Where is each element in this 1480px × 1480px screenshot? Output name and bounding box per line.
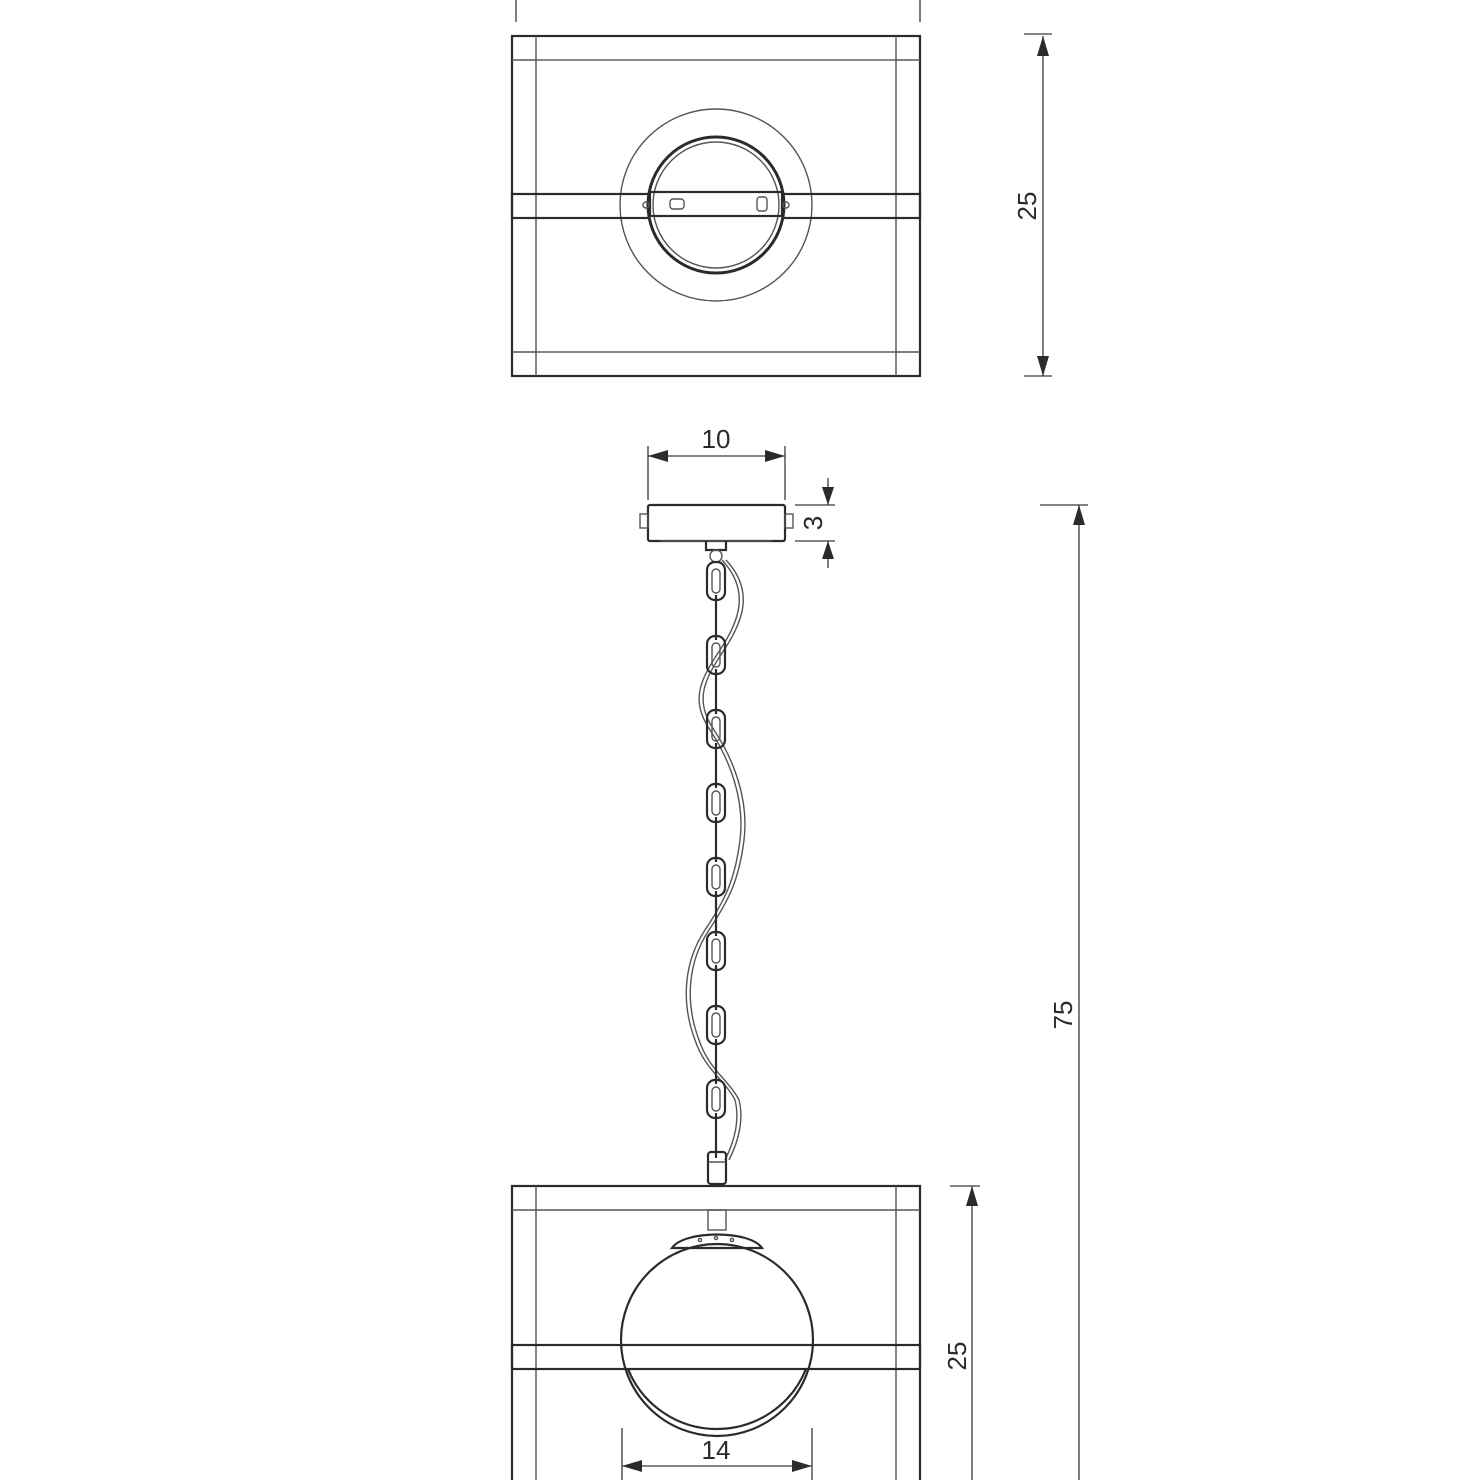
chain-link xyxy=(705,930,727,972)
dim-arrow xyxy=(792,1460,812,1472)
chain-link-hole xyxy=(711,642,721,668)
dim-arrow xyxy=(648,450,668,462)
ceiling-canopy xyxy=(646,503,787,543)
dim-label-total-height: 75 xyxy=(1048,1001,1078,1030)
canopy-screw-right xyxy=(784,513,794,529)
chain-link-hole xyxy=(711,716,721,742)
side-view: 10 3 xyxy=(510,424,1088,1480)
chain-link-hole xyxy=(711,790,721,816)
glass-globe xyxy=(619,1242,815,1438)
dim-arrow xyxy=(765,450,785,462)
dim-arrow xyxy=(1073,505,1085,525)
globe-stem xyxy=(707,1209,727,1231)
dim-label-frame-height: 25 xyxy=(942,1342,972,1371)
chain-link xyxy=(705,1078,727,1120)
screw-head-left xyxy=(642,201,650,209)
chain-link-hole xyxy=(711,1012,721,1038)
screw-slot-left xyxy=(669,198,685,210)
canopy-screw-left xyxy=(639,513,649,529)
chain-link xyxy=(705,1004,727,1046)
chain-ring xyxy=(709,549,723,563)
screw-slot-right xyxy=(756,196,768,212)
lamp-connector xyxy=(706,1150,728,1186)
holder-dot xyxy=(713,1235,719,1241)
screw-head-right xyxy=(782,201,790,209)
holder-dot xyxy=(697,1237,703,1243)
glass-globe-lower xyxy=(626,1368,808,1431)
holder-dot xyxy=(729,1237,735,1243)
chain-link-hole xyxy=(711,938,721,964)
dim-arrow xyxy=(822,487,834,505)
dim-label-globe: 14 xyxy=(702,1435,731,1465)
chain-link xyxy=(705,782,727,824)
mount-plate-inner-circle xyxy=(652,141,780,269)
dim-arrow xyxy=(1037,36,1049,56)
dim-arrow xyxy=(822,541,834,559)
top-view-inner-frame xyxy=(535,59,897,353)
top-view: 25 xyxy=(510,0,1052,378)
canopy-outer-circle xyxy=(619,108,813,302)
dim-arrow xyxy=(622,1460,642,1472)
dim-label-canopy-width: 10 xyxy=(702,424,731,454)
power-cable xyxy=(685,559,742,1161)
chain-link-hole xyxy=(711,568,721,594)
chain xyxy=(705,560,727,1158)
lamp-cross-bar xyxy=(510,1343,922,1371)
chain-link-hole xyxy=(711,1086,721,1112)
dim-arrow xyxy=(1037,356,1049,376)
dim-label-top-height: 25 xyxy=(1012,192,1042,221)
chain-link xyxy=(705,856,727,898)
chain-link xyxy=(705,560,727,602)
mount-plate-circle xyxy=(646,135,786,275)
dim-label-canopy-height: 3 xyxy=(798,516,828,530)
mounting-bracket xyxy=(648,190,784,218)
globe-holder xyxy=(669,1233,765,1250)
dim-arrow xyxy=(966,1186,978,1206)
chain-hook xyxy=(704,541,728,552)
chain-link-hole xyxy=(711,864,721,890)
